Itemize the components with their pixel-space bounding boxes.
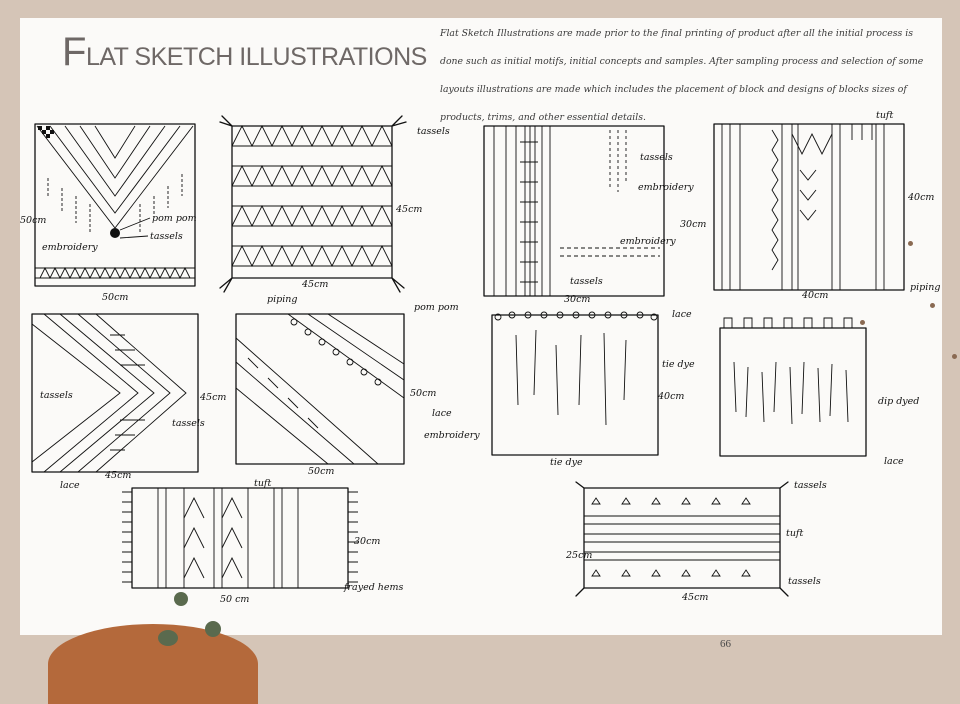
label-embroidery: embroidery [638,182,694,193]
sketch-rug-frayed: tuft frayed hems 30cm 50 cm [122,478,404,605]
label-tuft: tuft [786,528,803,539]
label-pom-pom: pom pom [152,213,197,224]
dim-height: 40cm [907,192,934,203]
label-embroidery: embroidery [424,430,480,441]
sketch-runner-tassels: tassels tuft tassels 25cm 45cm [565,480,827,603]
dim-width: 45cm [681,592,708,603]
label-tassels: tassels [788,576,821,587]
sketch-cushion-triangles: tassels piping 45cm 45cm [219,115,450,305]
title-rest: LAT SKETCH ILLUSTRATIONS [85,43,427,71]
dim-height: 40cm [657,391,684,402]
label-tassels: tassels [640,152,673,163]
label-embroidery: embroidery [620,236,676,247]
sketch-cushion-tuft: tuft piping 40cm 40cm [713,110,940,301]
label-tassels: tassels [40,390,73,401]
dim-width: 50cm [308,466,334,477]
paper-sheet [20,18,942,635]
decorative-dot [952,354,957,359]
label-piping: piping [267,294,297,305]
dim-height: 50cm [410,388,436,399]
label-lace: lace [60,480,80,491]
sketch-cushion-dipdyed: dip dyed lace [719,317,919,467]
decorative-blob [48,624,258,704]
page-title: FLAT SKETCH ILLUSTRATIONS [62,30,427,75]
label-tie-dye: tie dye [662,359,695,370]
label-tuft: tuft [254,478,271,489]
label-tie-dye: tie dye [550,457,583,468]
decorative-dot [908,241,913,246]
decorative-dot [158,630,178,646]
label-tuft: tuft [876,110,893,121]
label-lace: lace [672,309,692,320]
label-tassels: tassels [417,126,450,137]
dim-height: 45cm [199,392,226,403]
dim-width: 50cm [102,292,128,303]
decorative-dot [930,303,935,308]
label-tassels: tassels [794,480,827,491]
sketch-cushion-stripes: tassels embroidery embroidery tassels 30… [483,125,706,305]
dim-width: 30cm [564,294,590,305]
title-initial: F [62,30,86,74]
document-page: FLAT SKETCH ILLUSTRATIONS Flat Sketch Il… [20,18,957,704]
label-pom-pom: pom pom [414,302,459,313]
dim-width: 40cm [801,290,828,301]
label-tassels: tassels [172,418,205,429]
label-dip-dyed: dip dyed [878,396,919,407]
label-tassels: tassels [570,276,603,287]
page-number: 66 [720,638,731,650]
sketch-cushion-chevron: tassels tassels lace 45cm 45cm [31,313,226,491]
label-tassels: tassels [150,231,183,242]
decorative-dot [205,621,221,637]
label-frayed-hems: frayed hems [343,582,404,593]
dim-height: 25cm [565,550,592,561]
label-piping: piping [910,282,940,293]
decorative-dot [860,320,865,325]
label-lace: lace [432,408,452,419]
sketch-cushion-envelope: pom pom tassels embroidery 50cm 50cm [20,123,197,303]
sketch-cushion-diagonal: pom pom lace embroidery 50cm 50cm [235,302,480,477]
dim-height: 30cm [354,536,380,547]
dim-width: 45cm [301,279,328,290]
dim-width: 45cm [104,470,131,481]
dim-height: 45cm [395,204,422,215]
dim-width: 50 cm [220,594,249,605]
intro-paragraph: Flat Sketch Illustrations are made prior… [440,28,924,123]
label-lace: lace [884,456,904,467]
dim-height: 30cm [680,219,706,230]
sketch-cushion-tiedye: lace tie dye tie dye 40cm [491,309,695,468]
label-embroidery: embroidery [42,242,98,253]
decorative-dot [174,592,188,606]
dim-height: 50cm [20,215,46,226]
